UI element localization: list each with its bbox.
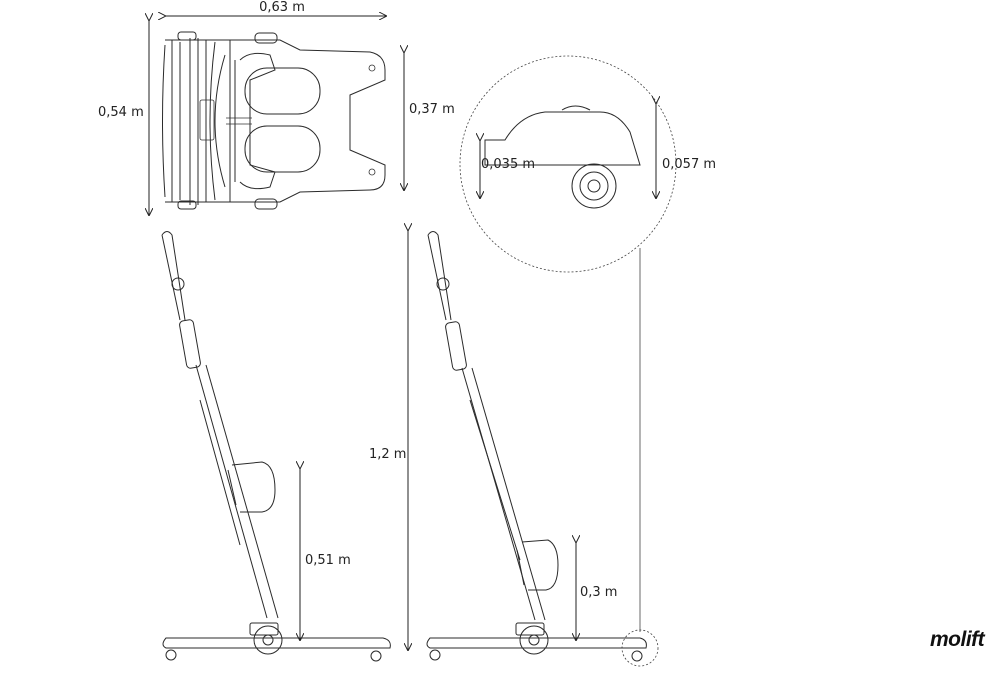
dim-label-detail-low: 0,035 m xyxy=(481,157,535,172)
dim-total-height: 1,2 m xyxy=(369,230,408,650)
dim-label-total-height: 1,2 m xyxy=(369,447,406,462)
side-view-raised: 0,51 m xyxy=(161,231,391,662)
brand-logo-text: molift xyxy=(930,628,985,651)
top-view xyxy=(162,31,386,210)
dim-label-top-depth: 0,54 m xyxy=(98,105,144,120)
detail-view: 0,035 m 0,057 m xyxy=(459,55,716,667)
brand-logo: molift xyxy=(930,628,1000,652)
dim-label-lift-low: 0,3 m xyxy=(580,585,617,600)
dim-label-top-width: 0,63 m xyxy=(259,0,305,15)
dim-label-lift-high: 0,51 m xyxy=(305,553,351,568)
dim-base-width: 0,37 m xyxy=(404,52,455,190)
side-view-lowered: 0,3 m xyxy=(426,231,647,662)
dim-top-depth: 0,54 m xyxy=(98,20,149,215)
dim-label-detail-high: 0,057 m xyxy=(662,157,716,172)
dim-label-base-width: 0,37 m xyxy=(409,102,455,117)
dim-top-width: 0,63 m xyxy=(165,0,386,16)
